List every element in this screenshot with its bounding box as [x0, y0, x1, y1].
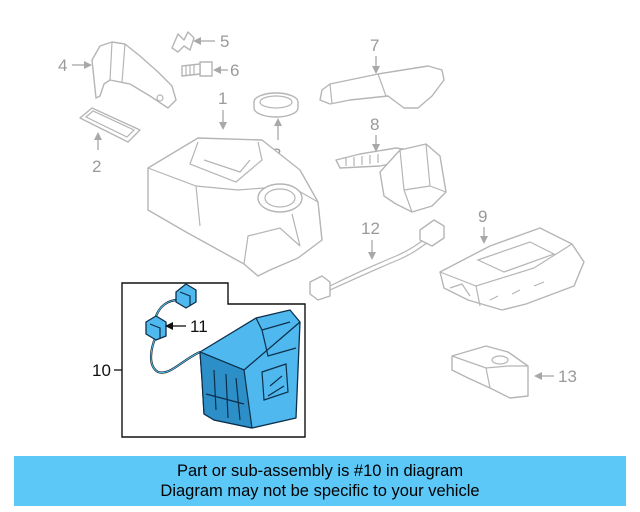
part-6-screw[interactable] — [181, 61, 213, 77]
part-7-handle[interactable] — [319, 65, 445, 109]
part-8-shifter[interactable] — [335, 143, 447, 213]
part-10-group-box — [121, 282, 306, 438]
callout-7: 7 — [370, 36, 380, 74]
banner-line-1: Part or sub-assembly is #10 in diagram — [176, 462, 464, 480]
callout-2: 2 — [92, 132, 102, 176]
banner-line-2: Diagram may not be specific to your vehi… — [160, 482, 480, 500]
part-9-control-module[interactable] — [439, 227, 585, 311]
part-3-ring[interactable] — [253, 92, 299, 118]
callout-8: 8 — [370, 115, 380, 152]
svg-text:7: 7 — [370, 36, 379, 55]
part-10-housing[interactable] — [199, 309, 301, 429]
callout-9: 9 — [478, 207, 488, 244]
callout-11: 11 — [165, 317, 208, 336]
callout-12: 12 — [361, 219, 380, 260]
callout-10: 10 — [92, 361, 122, 380]
svg-text:5: 5 — [220, 32, 229, 51]
callout-1: 1 — [218, 89, 227, 130]
part-12-cable[interactable] — [309, 219, 445, 301]
svg-text:4: 4 — [58, 56, 67, 75]
svg-text:2: 2 — [92, 157, 101, 176]
callout-5: 5 — [193, 32, 229, 51]
svg-text:1: 1 — [218, 89, 227, 108]
svg-text:11: 11 — [190, 317, 208, 336]
svg-text:9: 9 — [478, 207, 487, 226]
svg-text:12: 12 — [361, 219, 380, 238]
callout-6: 6 — [213, 61, 239, 80]
info-banner: Part or sub-assembly is #10 in diagram D… — [14, 456, 626, 506]
svg-text:13: 13 — [558, 367, 577, 386]
part-5-clip[interactable] — [171, 31, 195, 53]
svg-text:8: 8 — [370, 115, 379, 134]
part-2-pad[interactable] — [79, 107, 141, 143]
svg-text:10: 10 — [92, 361, 111, 380]
parts-diagram: 4 5 6 2 3 — [58, 31, 585, 438]
part-11-wiring-harness[interactable] — [145, 283, 201, 374]
callout-4: 4 — [58, 56, 92, 75]
callout-13: 13 — [534, 367, 577, 386]
part-13-bracket[interactable] — [451, 345, 529, 399]
part-4-trim-bracket[interactable] — [91, 41, 177, 109]
svg-text:6: 6 — [230, 61, 239, 80]
part-1-center-console[interactable] — [147, 137, 323, 277]
